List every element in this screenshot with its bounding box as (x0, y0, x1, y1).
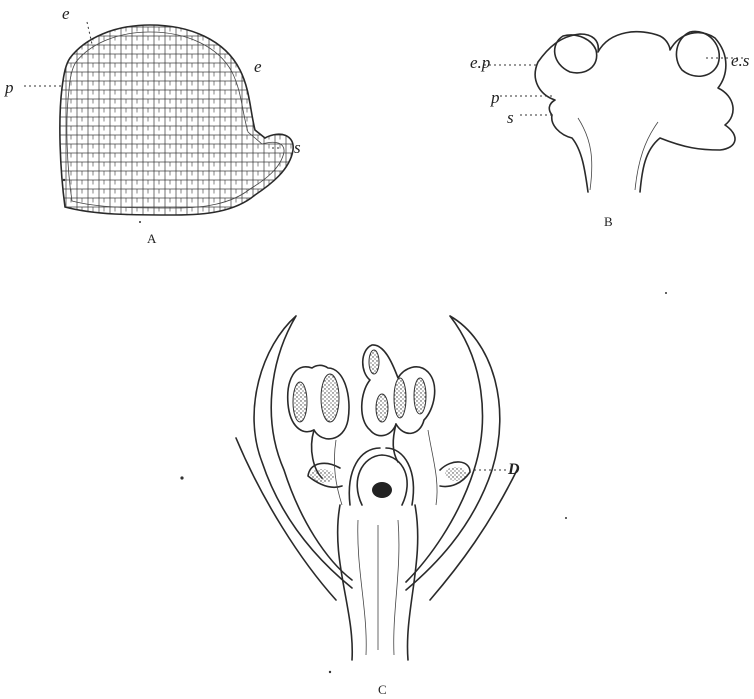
figure-a-label-s: s (294, 138, 301, 157)
figure-c-panel-label: C (378, 682, 387, 697)
figure-c-right-bract (406, 316, 500, 590)
figure-b-label-ep: e.p (470, 53, 490, 72)
figure-a: e p e s A (4, 4, 301, 246)
figure-c: D C (236, 316, 520, 697)
figure-b: e.p e.s p s B (470, 31, 750, 229)
figure-c-left-bract (254, 316, 352, 588)
figure-b-label-p: p (490, 88, 500, 107)
figure-c-outer-left-sepal (236, 438, 336, 600)
figure-c-label-d: D (507, 461, 520, 478)
print-specks (63, 179, 667, 673)
figure-a-label-p: p (4, 78, 14, 97)
figure-a-cell-tissue (60, 25, 293, 215)
figure-b-label-s: s (507, 108, 514, 127)
figure-b-label-es: e.s (731, 51, 750, 70)
figure-c-stalk-inner (358, 520, 399, 655)
figure-a-label-e-right: e (254, 57, 262, 76)
figure-b-right-lobe (676, 31, 719, 76)
figure-a-panel-label: A (147, 231, 157, 246)
figure-b-outline (535, 32, 735, 192)
figure-a-label-e-top: e (62, 4, 70, 23)
figure-b-panel-label: B (604, 214, 613, 229)
